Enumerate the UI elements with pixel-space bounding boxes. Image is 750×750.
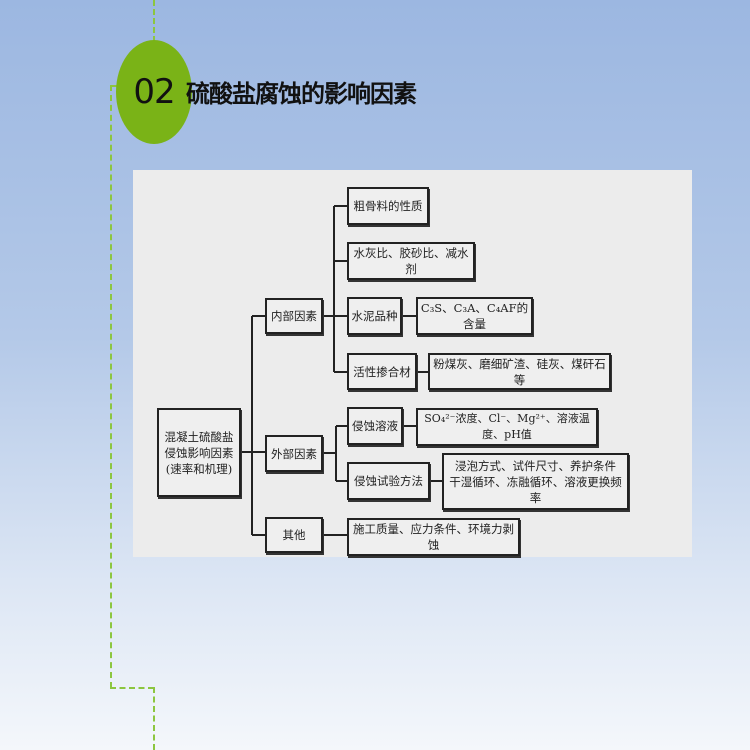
cement-content-node: C₃S、C₃A、C₄AF的含量 <box>416 297 533 335</box>
decorative-dotted-line <box>110 85 112 688</box>
cement-type-node: 水泥品种 <box>347 297 402 335</box>
decorative-dotted-line <box>110 687 154 689</box>
decorative-dotted-line <box>153 0 155 42</box>
other-detail-node: 施工质量、应力条件、环境力剥蚀 <box>347 518 520 556</box>
test-method-node: 侵蚀试验方法 <box>347 462 430 500</box>
root-node: 混凝土硫酸盐 侵蚀影响因素 (速率和机理) <box>157 408 241 497</box>
internal-factors-node: 内部因素 <box>265 298 323 334</box>
aggregate-node: 粗骨料的性质 <box>347 187 429 225</box>
solution-detail-node: SO₄²⁻浓度、Cl⁻、Mg²⁺、溶液温度、pH值 <box>416 408 598 446</box>
water-cement-node: 水灰比、胶砂比、减水剂 <box>347 242 475 280</box>
page-title: 硫酸盐腐蚀的影响因素 <box>186 80 417 108</box>
external-factors-node: 外部因素 <box>265 435 323 472</box>
corrosive-solution-node: 侵蚀溶液 <box>347 407 403 445</box>
section-number: 02 <box>133 72 175 112</box>
decorative-dotted-line <box>153 687 155 750</box>
decorative-dotted-line <box>110 85 118 87</box>
other-factors-node: 其他 <box>265 517 323 553</box>
section-number-badge: 02 <box>116 40 192 144</box>
admixture-detail-node: 粉煤灰、磨细矿渣、硅灰、煤矸石等 <box>428 353 611 390</box>
admixture-node: 活性掺合材 <box>347 353 417 390</box>
test-method-detail-node: 浸泡方式、试件尺寸、养护条件 干湿循环、冻融循环、溶液更换频率 <box>442 453 629 510</box>
